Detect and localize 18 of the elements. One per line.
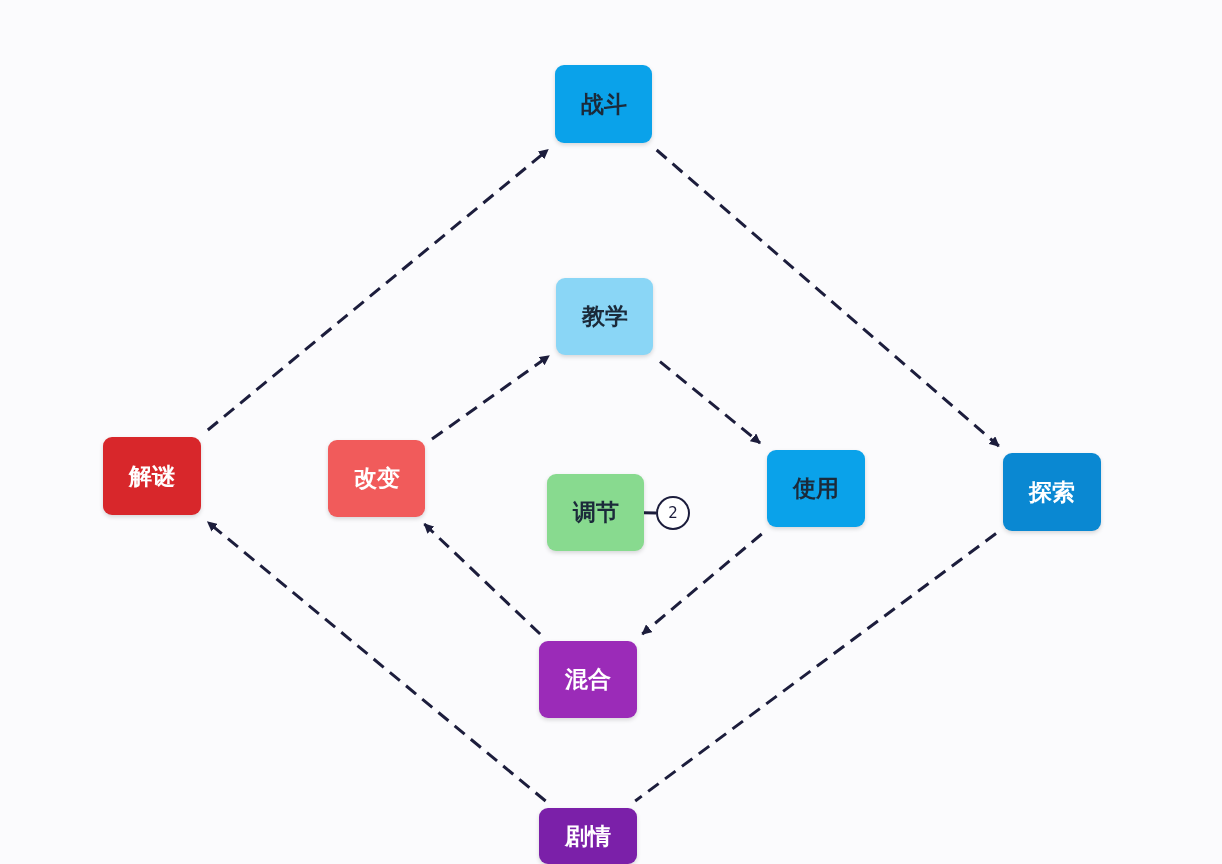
rounded-box: 混合 [539,641,637,718]
rounded-box: 探索 [1003,453,1101,531]
dashed-arrow [655,148,1000,448]
rounded-box: 战斗 [555,65,652,143]
dashed-arrow [641,532,763,636]
number-circle: 2 [656,496,690,530]
dashed-arrow [206,520,547,803]
dashed-arrow [423,522,542,636]
rounded-box: 改变 [328,440,425,517]
rounded-box: 解谜 [103,437,201,515]
rounded-box: 使用 [767,450,865,527]
dashed-arrow [431,354,550,441]
dashed-arrow [206,148,549,432]
rounded-box: 剧情 [539,808,637,864]
connector-line [644,511,656,515]
rounded-box: 调节 [547,474,644,551]
rounded-box: 教学 [556,278,653,355]
dashed-arrow [659,360,761,445]
